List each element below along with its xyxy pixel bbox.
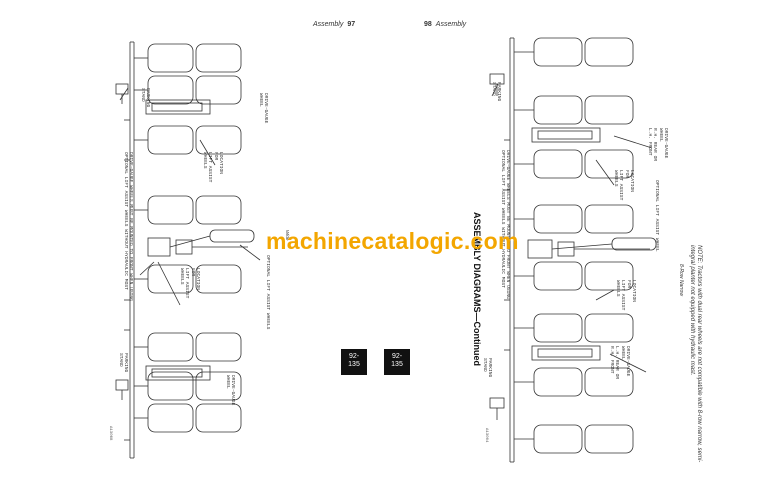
left-label-drive-gauge-wheel-top: DRIVE-GAUGE WHEEL — [257, 93, 268, 124]
left-label-parking-stand-bottom: PARKING STAND — [117, 353, 128, 373]
left-label-main-note: DRIVE-GAUGE WHEELS MUST BE MOUNTED TO FR… — [122, 152, 133, 301]
right-header-title: Assembly — [435, 21, 467, 28]
right-figure-number: A13004 — [484, 428, 488, 443]
right-label-parking-stand-top: PARKING STAND — [490, 82, 501, 102]
right-label-main-note: DRIVE-GAUGE WHEELS MUST BE MOUNTED TO FR… — [499, 150, 510, 299]
left-figure-number: A13068 — [108, 426, 112, 441]
left-label-parking-stand-top: PARKING STAND — [139, 88, 150, 108]
right-section-tab: 92- 135 — [384, 349, 410, 375]
right-figure-caption: 8-Row Narrow — [678, 264, 684, 296]
right-label-parking-stand-bottom: PARKING STAND — [481, 358, 492, 378]
right-note: NOTE: Tractors with dual rear wheels are… — [689, 245, 702, 463]
watermark: machinecatalogic.com — [266, 228, 519, 254]
left-label-optional-lift-assist: OPTIONAL LIFT ASSIST WHEELS — [265, 255, 270, 330]
left-label-drive-gauge-wheel-bottom: DRIVE-GAUGE WHEEL — [224, 375, 235, 406]
right-label-drive-gauge-wheel-bottom: DRIVE-GAUGE WHEEL L.H. REAR OR R.H. FRON… — [608, 346, 630, 380]
right-header-page-number: 98 — [424, 21, 432, 28]
left-header-title: Assembly — [313, 21, 344, 28]
left-header-page-number: 97 — [347, 21, 356, 28]
left-section-tab: 92- 135 — [341, 349, 367, 375]
right-label-drive-gauge-wheel-top: DRIVE-GAUGE WHEEL R.H. REAR OR L.H. FRON… — [646, 128, 668, 162]
right-label-location-lift-assist-bottom: LOCATION FOR LIFT ASSIST WHEELS — [614, 280, 636, 311]
left-label-location-lift-assist-bottom: LOCATION FOR LIFT ASSIST WHEELS — [178, 268, 200, 299]
left-row-units — [147, 43, 242, 433]
left-assembly-diagram — [115, 41, 261, 459]
right-label-optional-lift-assist: OPTIONAL LIFT ASSIST WHEEL — [654, 180, 659, 252]
right-assembly-diagram — [489, 37, 657, 463]
right-row-units — [533, 37, 634, 454]
right-label-location-lift-assist-top: LOCATION FOR LIFT ASSIST WHEELS — [612, 170, 634, 201]
left-label-location-lift-assist-top: LOCATION FOR LIFT ASSIST WHEELS — [201, 152, 223, 183]
